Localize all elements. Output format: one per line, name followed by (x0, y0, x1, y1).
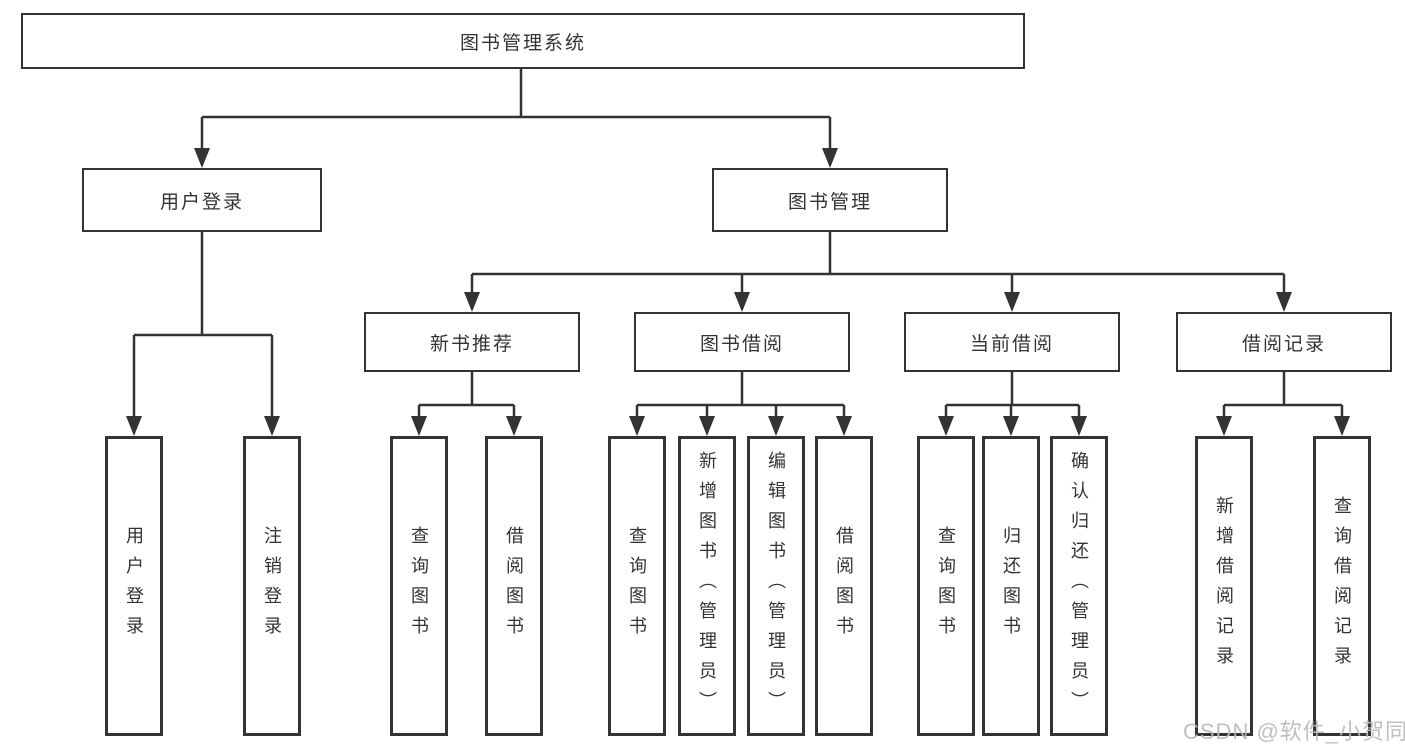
leaf-add-books-admin: 新增图书（管理员） (678, 436, 736, 736)
node-current-borrowing: 当前借阅 (904, 312, 1120, 372)
leaf-search-books-1: 查询图书 (390, 436, 448, 736)
leaf-confirm-return-admin: 确认归还（管理员） (1050, 436, 1108, 736)
leaf-label: 查询借阅记录 (1332, 496, 1352, 676)
node-label: 图书管理 (787, 191, 872, 213)
node-user-login-branch: 用户登录 (82, 168, 322, 232)
leaf-label: 借阅图书 (834, 526, 854, 646)
node-book-borrowing: 图书借阅 (634, 312, 850, 372)
leaf-edit-books-admin: 编辑图书（管理员） (747, 436, 805, 736)
node-label: 用户登录 (159, 191, 244, 213)
node-label: 当前借阅 (969, 333, 1054, 355)
leaf-label: 新增借阅记录 (1214, 496, 1234, 676)
node-new-books: 新书推荐 (364, 312, 580, 372)
leaf-label: 借阅图书 (504, 526, 524, 646)
node-book-management-branch: 图书管理 (712, 168, 948, 232)
leaf-logout: 注销登录 (243, 436, 301, 736)
node-label: 借阅记录 (1241, 333, 1326, 355)
leaf-label: 确认归还（管理员） (1069, 451, 1089, 721)
node-label: 新书推荐 (429, 333, 514, 355)
node-root-system: 图书管理系统 (21, 13, 1025, 69)
leaf-return-books: 归还图书 (982, 436, 1040, 736)
leaf-label: 新增图书（管理员） (697, 451, 717, 721)
node-label: 图书管理系统 (459, 32, 586, 54)
arrowheads (126, 148, 1350, 436)
leaf-add-borrow-record: 新增借阅记录 (1195, 436, 1253, 736)
leaf-label: 注销登录 (262, 526, 282, 646)
leaf-label: 归还图书 (1001, 526, 1021, 646)
leaf-borrow-books-1: 借阅图书 (485, 436, 543, 736)
leaf-label: 用户登录 (124, 526, 144, 646)
leaf-label: 编辑图书（管理员） (766, 451, 786, 721)
leaf-label: 查询图书 (627, 526, 647, 646)
leaf-search-books-2: 查询图书 (608, 436, 666, 736)
leaf-borrow-books-2: 借阅图书 (815, 436, 873, 736)
node-label: 图书借阅 (699, 333, 784, 355)
leaf-user-login: 用户登录 (105, 436, 163, 736)
node-borrowing-records: 借阅记录 (1176, 312, 1392, 372)
leaf-label: 查询图书 (409, 526, 429, 646)
csdn-watermark: CSDN @软件_小贺同学 (1183, 719, 1405, 744)
leaf-search-books-3: 查询图书 (917, 436, 975, 736)
leaf-search-borrow-record: 查询借阅记录 (1313, 436, 1371, 736)
leaf-label: 查询图书 (936, 526, 956, 646)
